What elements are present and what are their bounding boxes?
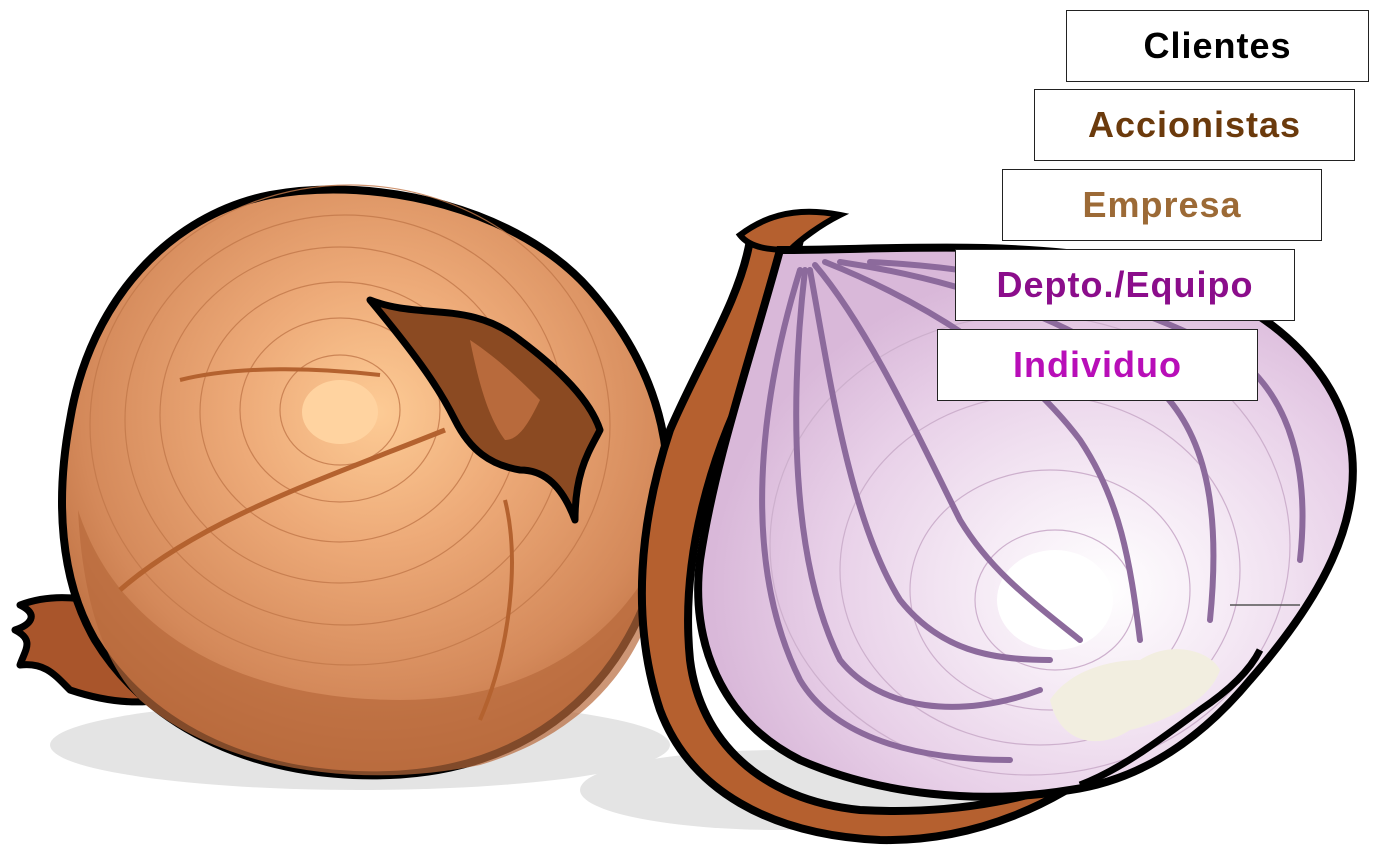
whole-onion [15, 185, 668, 775]
layer-label-accionistas: Accionistas [1034, 89, 1355, 161]
layer-label-text: Individuo [1013, 344, 1182, 386]
layer-label-text: Clientes [1143, 25, 1291, 67]
layer-label-text: Depto./Equipo [997, 264, 1254, 306]
layer-label-empresa: Empresa [1002, 169, 1322, 241]
layer-label-text: Empresa [1082, 184, 1241, 226]
layer-label-individuo: Individuo [937, 329, 1258, 401]
layer-label-depto-equipo: Depto./Equipo [955, 249, 1295, 321]
layer-label-text: Accionistas [1088, 104, 1301, 146]
cut-onion-tip [740, 212, 840, 250]
layer-label-clientes: Clientes [1066, 10, 1369, 82]
